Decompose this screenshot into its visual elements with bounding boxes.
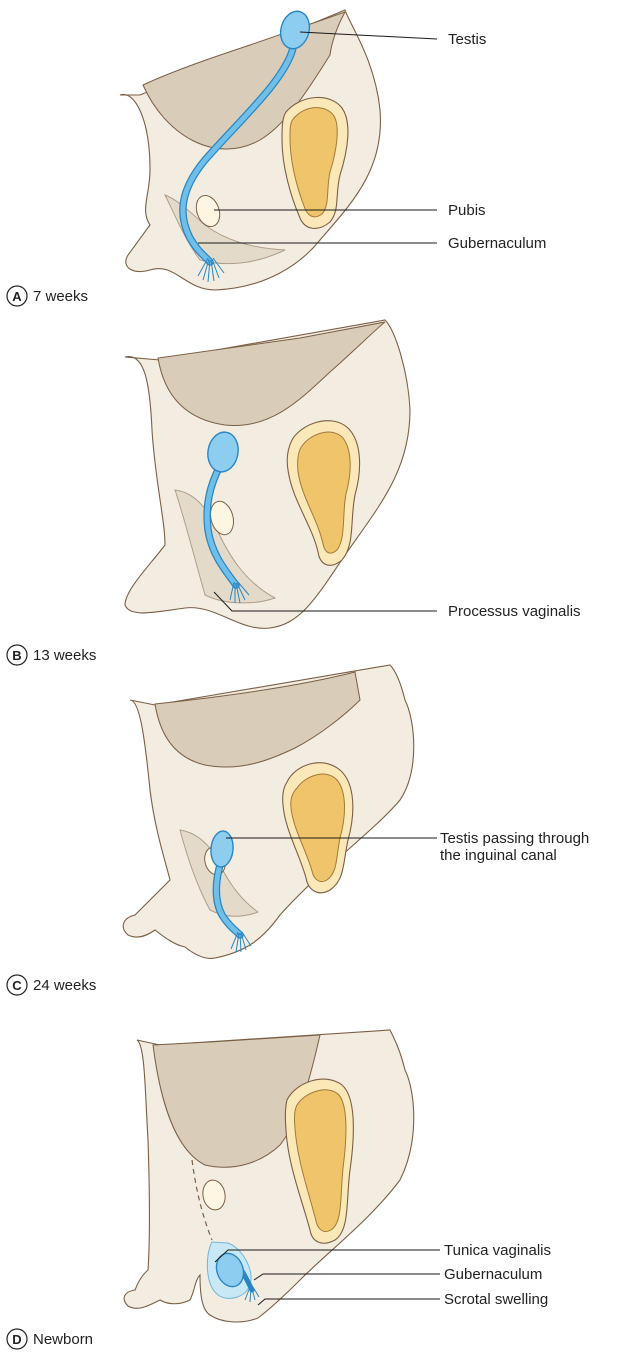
panel-a-letter: A [12,289,22,304]
panel-a: Testis Pubis Gubernaculum A 7 weeks [7,8,546,306]
panel-c-testis-label-line1: Testis passing through [440,830,589,847]
panel-c: Testis passing through the inguinal cana… [7,665,589,995]
panel-b-caption: 13 weeks [33,647,96,664]
panel-a-pubis-label: Pubis [448,202,486,219]
panel-c-testis-label-line2: the inguinal canal [440,847,557,864]
panel-a-gubernaculum-label: Gubernaculum [448,235,546,252]
panel-c-caption: 24 weeks [33,977,96,994]
panel-d-scrotal-label: Scrotal swelling [444,1291,548,1308]
panel-a-caption: 7 weeks [33,288,88,305]
panel-b-processus-label: Processus vaginalis [448,603,581,620]
panel-d-tunica-label: Tunica vaginalis [444,1242,551,1259]
panel-a-testis-label: Testis [448,31,486,48]
panel-d-caption: Newborn [33,1331,93,1348]
panel-d-letter: D [12,1332,21,1347]
panel-d-scrotal-leader [258,1299,440,1305]
panel-b: Processus vaginalis B 13 weeks [7,320,581,665]
panel-d-gubernaculum-label: Gubernaculum [444,1266,542,1283]
panel-c-letter: C [12,978,22,993]
panel-d: Tunica vaginalis Gubernaculum Scrotal sw… [7,1030,551,1349]
panel-b-letter: B [12,648,21,663]
